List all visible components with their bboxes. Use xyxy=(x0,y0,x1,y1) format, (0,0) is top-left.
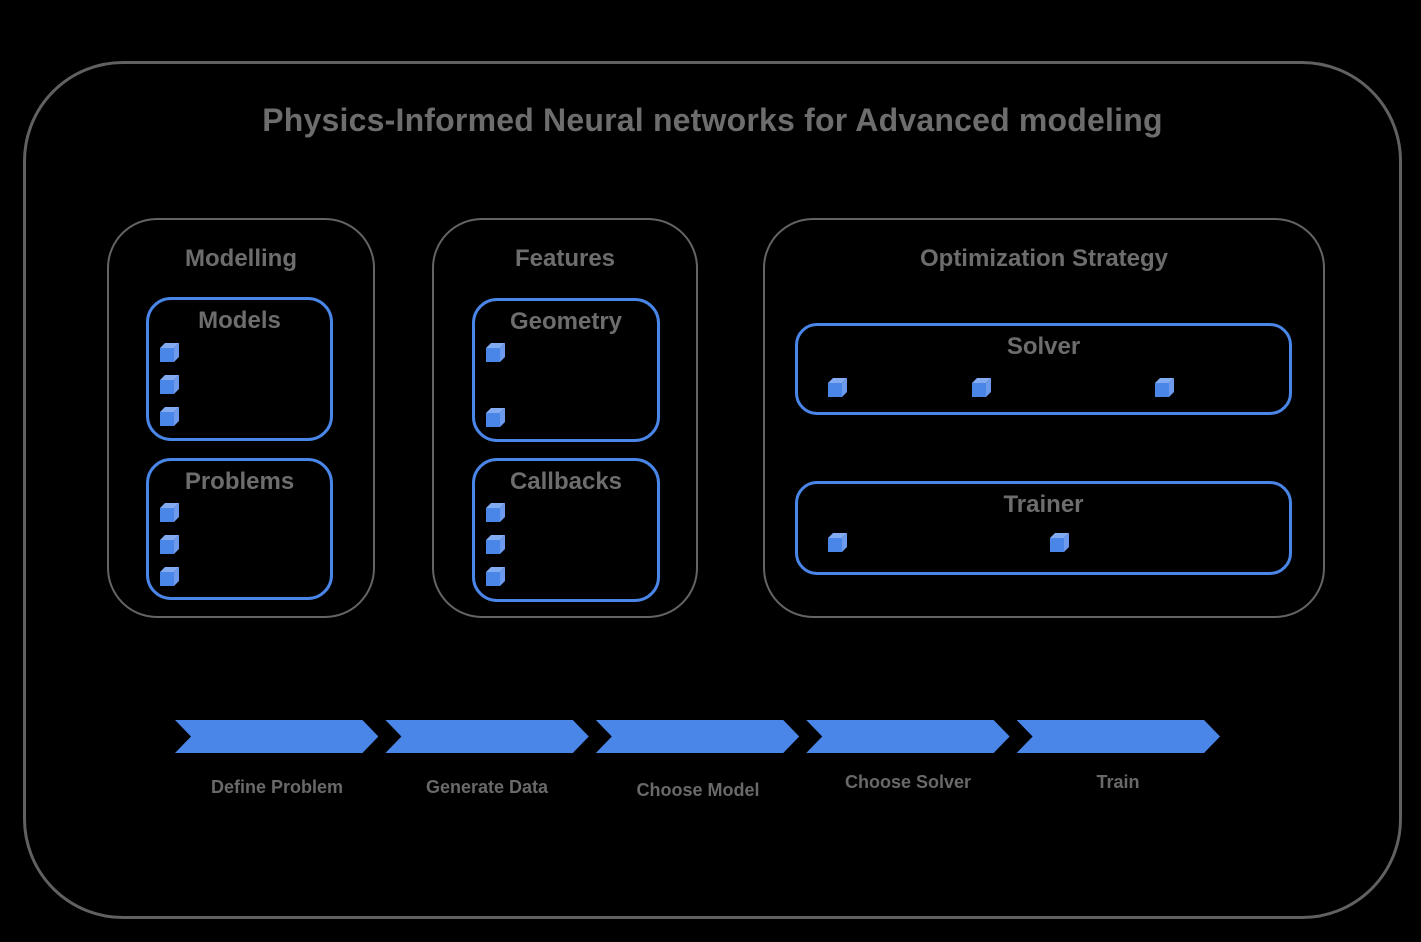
box-trainer: Trainer xyxy=(795,481,1292,575)
cube-icon xyxy=(486,572,500,586)
chevron-segment-define-problem xyxy=(175,720,378,753)
box-problems-title: Problems xyxy=(184,468,295,495)
cube-icon xyxy=(972,383,986,397)
page-title: Physics-Informed Neural networks for Adv… xyxy=(262,102,1163,138)
cube-icon xyxy=(160,380,174,394)
cube-icon xyxy=(160,348,174,362)
cube-icon xyxy=(160,508,174,522)
solver-bullet-list xyxy=(828,383,1169,397)
cube-icon xyxy=(486,508,500,522)
flow-step-label-train: Train xyxy=(1096,772,1140,792)
geometry-bullet-list xyxy=(486,348,500,427)
section-optimization-title: Optimization Strategy xyxy=(919,245,1169,272)
cube-icon xyxy=(486,540,500,554)
box-callbacks: Callbacks xyxy=(472,458,660,602)
chevron-segment-train xyxy=(1017,720,1220,753)
cube-icon xyxy=(486,413,500,427)
flow-step-label-choose-solver: Choose Solver xyxy=(844,772,972,792)
box-models: Models xyxy=(146,297,333,441)
chevron-segment-choose-model xyxy=(596,720,799,753)
cube-icon xyxy=(160,412,174,426)
box-models-title: Models xyxy=(198,307,281,334)
problems-bullet-list xyxy=(160,508,174,586)
section-features: Features xyxy=(432,218,698,618)
cube-icon xyxy=(160,572,174,586)
callbacks-bullet-list xyxy=(486,508,500,586)
box-trainer-title: Trainer xyxy=(1003,491,1084,518)
section-optimization-strategy: Optimization Strategy xyxy=(763,218,1325,618)
box-callbacks-title: Callbacks xyxy=(509,468,623,495)
flow-step-label-generate-data: Generate Data xyxy=(425,777,549,797)
chevron-segment-generate-data xyxy=(385,720,588,753)
box-problems: Problems xyxy=(146,458,333,600)
outer-frame xyxy=(23,61,1402,919)
cube-icon xyxy=(1155,383,1169,397)
box-geometry-title: Geometry xyxy=(509,308,623,335)
section-modelling-title: Modelling xyxy=(185,245,297,272)
cube-icon xyxy=(828,538,842,552)
cube-icon xyxy=(486,348,500,362)
cube-icon xyxy=(1050,538,1064,552)
workflow-arrow-band xyxy=(175,720,1220,753)
models-bullet-list xyxy=(160,348,174,426)
box-solver: Solver xyxy=(795,323,1292,415)
section-features-title: Features xyxy=(514,245,616,272)
chevron-segment-choose-solver xyxy=(806,720,1009,753)
section-modelling: Modelling xyxy=(107,218,375,618)
box-solver-title: Solver xyxy=(1006,333,1081,360)
cube-icon xyxy=(828,383,842,397)
flow-step-label-define-problem: Define Problem xyxy=(210,777,344,797)
box-geometry: Geometry xyxy=(472,298,660,442)
flow-step-label-choose-model: Choose Model xyxy=(636,780,760,800)
cube-icon xyxy=(160,540,174,554)
trainer-bullet-list xyxy=(828,538,1064,552)
